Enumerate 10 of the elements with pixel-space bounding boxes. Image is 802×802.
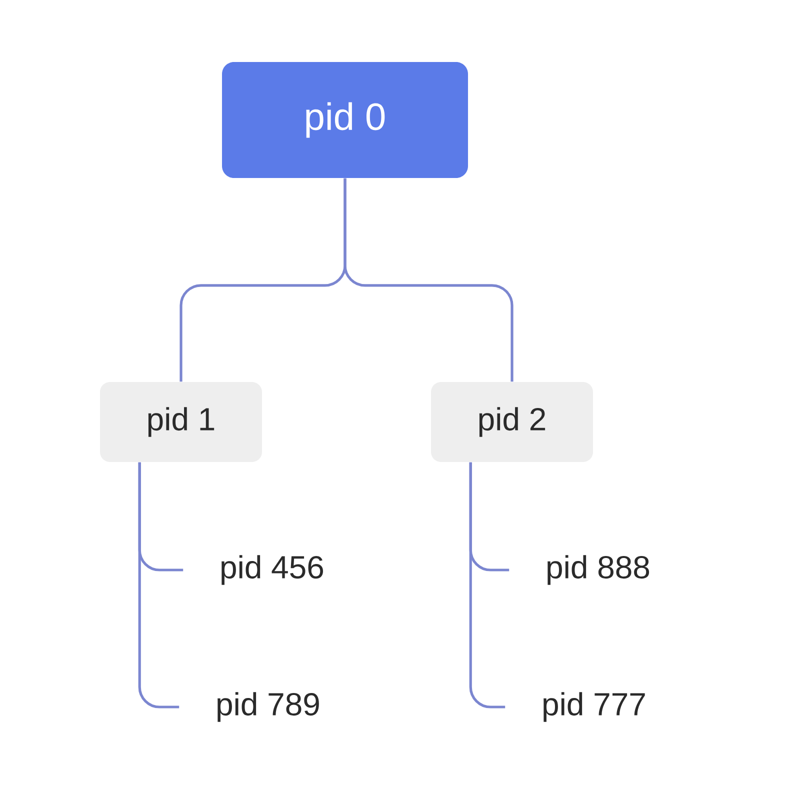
process-box: pid 2 [431,382,593,462]
process-label: pid 888 [548,555,650,585]
connector-line [344,178,514,382]
process-label: pid 789 [218,692,319,722]
process-label: pid 456 [222,555,324,585]
connector-line [138,462,180,708]
connector-line [469,462,506,708]
process-box: pid 0 [222,62,468,178]
process-box: pid 1 [100,382,262,462]
process-label: pid 777 [544,692,645,722]
